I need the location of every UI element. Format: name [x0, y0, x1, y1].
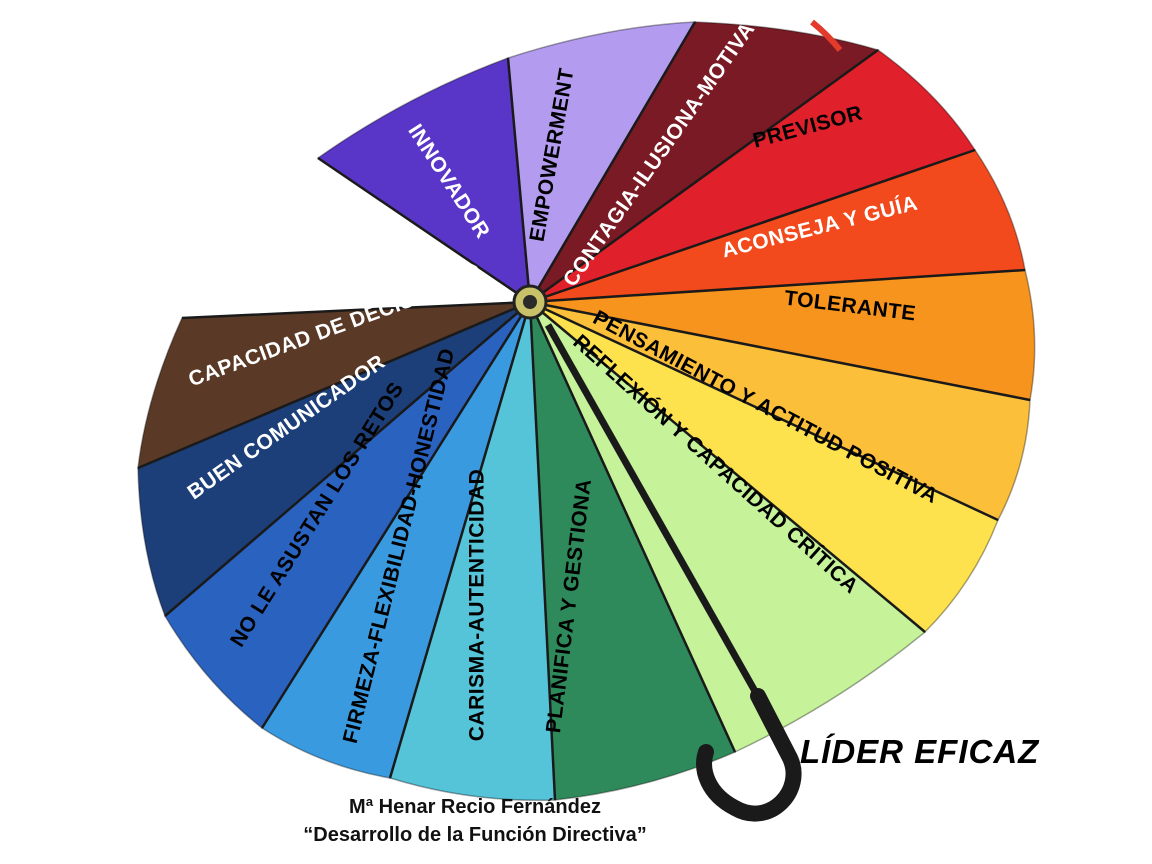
umbrella-rib: [317, 156, 531, 304]
canopy-segment: [507, 21, 697, 305]
canopy-segment: [260, 301, 531, 779]
canopy-segment: [529, 49, 977, 303]
canopy-segment: [529, 21, 880, 303]
author-credit: Mª Henar Recio Fernández: [349, 796, 601, 818]
work-credit: “Desarrollo de la Función Directiva”: [303, 824, 647, 846]
canopy-segment: [164, 301, 531, 730]
canopy-segment: [316, 56, 531, 304]
canopy-segment: [529, 149, 1026, 303]
umbrella-tip-strap: [810, 19, 843, 52]
canopy-segment: [529, 301, 736, 801]
umbrella-rib: [529, 148, 976, 304]
canopy-segment: [529, 301, 999, 634]
umbrella-rib: [529, 300, 1031, 402]
umbrella-rib: [529, 300, 999, 522]
umbrella-hub: [512, 284, 548, 320]
umbrella-rib: [388, 301, 532, 779]
umbrella-rib: [164, 301, 531, 617]
umbrella-rib: [529, 301, 926, 633]
umbrella-rib: [529, 48, 879, 304]
segment-label: CARISMA-AUTENTICIDAD: [466, 469, 489, 741]
umbrella-rib: [181, 300, 531, 320]
canopy-segment: [529, 301, 1031, 521]
diagram-title: LÍDER EFICAZ: [800, 733, 1040, 770]
umbrella-rib: [506, 57, 532, 303]
umbrella-handle: [544, 323, 802, 822]
canopy-segment: [529, 301, 927, 754]
canopy-segment: [529, 269, 1036, 401]
canopy-segment: [137, 301, 531, 618]
umbrella-rib: [528, 301, 737, 753]
umbrella-rib: [528, 301, 557, 801]
umbrella-ribs: [137, 21, 1031, 801]
umbrella-rib: [137, 300, 531, 470]
umbrella-rib: [529, 268, 1026, 304]
canopy-segment: [389, 301, 556, 802]
umbrella-rib: [260, 301, 532, 729]
umbrella-rib: [528, 21, 697, 303]
